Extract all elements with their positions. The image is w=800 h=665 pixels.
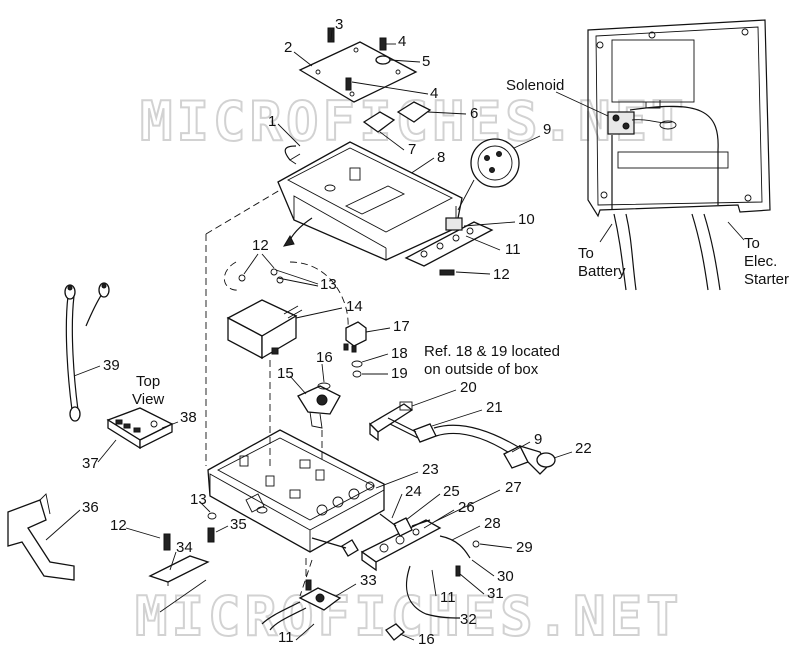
callout-16-bottom: 16 [418,631,435,648]
bracket-20 [368,401,414,442]
callout-3: 3 [335,16,343,33]
callout-27: 27 [505,479,522,496]
lower-box [207,429,385,553]
callout-17: 17 [393,318,410,335]
top-view-label-line1: Top [136,373,160,390]
cover-plate [298,27,432,133]
callout-33: 33 [360,572,377,589]
callout-7: 7 [408,141,416,158]
callout-15: 15 [277,365,294,382]
callout-9-right: 9 [534,431,542,448]
callout-12-left: 12 [110,517,127,534]
cable-21 [387,417,521,457]
callout-26: 26 [458,499,475,516]
callout-1: 1 [268,113,276,130]
callout-12-right: 12 [493,266,510,283]
to-starter-label-line3: Starter [744,271,789,288]
callout-34: 34 [176,539,193,556]
plug-22 [503,444,556,475]
callout-4-top: 4 [398,33,406,50]
to-battery-label-line1: To [578,245,594,262]
callout-36: 36 [82,499,99,516]
bracket-36 [7,493,75,581]
callout-39: 39 [103,357,120,374]
wire-32 [405,565,461,619]
callout-38: 38 [180,409,197,426]
terminal-strip [404,217,494,267]
callout-22: 22 [575,440,592,457]
callout-28: 28 [484,515,501,532]
relay-17 [343,321,367,353]
callout-30: 30 [497,568,514,585]
callout-13-left: 13 [190,491,207,508]
to-starter-label-line1: To [744,235,760,252]
to-starter-label-line2: Elec. [744,253,777,270]
callout-12-top: 12 [252,237,269,254]
callout-37: 37 [82,455,99,472]
callout-11-bottom: 11 [440,589,456,606]
callout-23: 23 [422,461,439,478]
ref-note-line1: Ref. 18 & 19 located [424,343,560,360]
callout-19: 19 [391,365,408,382]
callout-35: 35 [230,516,247,533]
relay-top-view [106,407,174,450]
to-battery-label-line2: Battery [578,263,626,280]
callout-14: 14 [346,298,363,315]
callout-20: 20 [460,379,477,396]
cable-39 [64,282,110,422]
connector-plug-9 [457,138,520,211]
grommets [311,513,431,557]
bracket-15 [297,382,341,429]
callout-9-top: 9 [543,121,551,138]
callout-13-top: 13 [320,276,337,293]
callout-5: 5 [422,53,430,70]
callout-32: 32 [460,611,477,628]
callout-18: 18 [391,345,408,362]
callout-21: 21 [486,399,503,416]
callout-4-bottom: 4 [430,85,438,102]
callout-29: 29 [516,539,533,556]
callout-16-mid: 16 [316,349,333,366]
callout-11-lowest: 11 [278,629,294,646]
control-module-14 [226,299,303,360]
cap-16 [385,623,405,641]
solenoid-label: Solenoid [506,77,564,94]
callout-8: 8 [437,149,445,166]
ref-note-line2: on outside of box [424,361,539,378]
solenoid-icon [607,111,635,135]
watermark-bottom: MICROFICHES.NET [135,585,683,648]
callout-2: 2 [284,39,292,56]
callout-11-top: 11 [505,241,521,258]
callout-10: 10 [518,211,535,228]
top-view-label-line2: View [132,391,164,408]
callout-25: 25 [443,483,460,500]
watermark-top: MICROFICHES.NET [140,90,688,153]
callout-24: 24 [405,483,422,500]
clip-34 [148,555,210,586]
solenoid-inset [587,19,771,291]
callout-6: 6 [470,105,478,122]
callout-31: 31 [487,585,504,602]
connector-33 [261,579,342,631]
